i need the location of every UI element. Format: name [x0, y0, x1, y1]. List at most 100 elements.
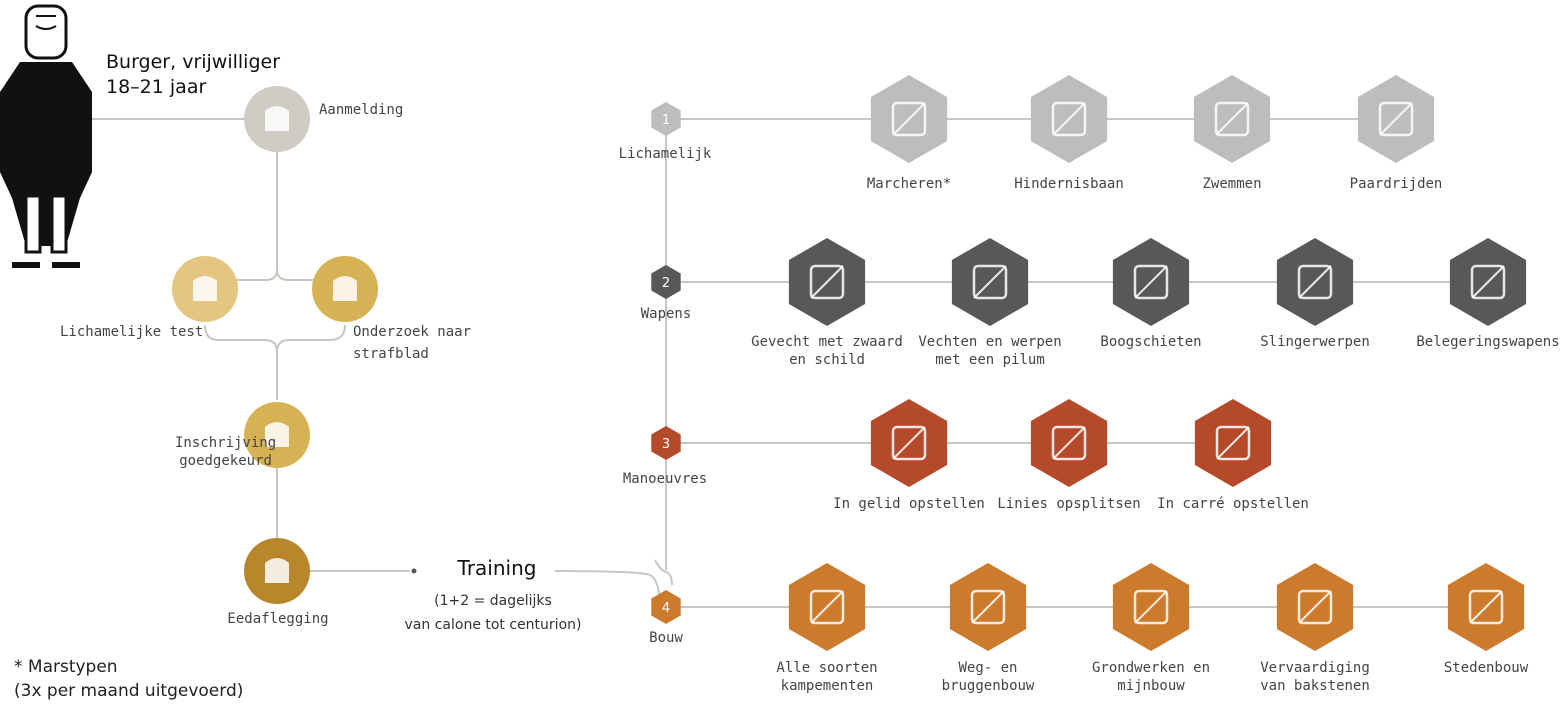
- track-2-item-1-label: Gevecht met zwaard en schild: [751, 333, 903, 369]
- pickaxe-shovel-icon-glyph: [1133, 589, 1169, 625]
- catapult-icon: [1449, 238, 1527, 326]
- record-check-icon: [312, 256, 378, 322]
- physical-test-icon-glyph: [193, 276, 217, 301]
- split-lines-icon-glyph-stroke: [1052, 426, 1086, 460]
- track-2-item-2-label: Vechten en werpen met een pilum: [918, 333, 1061, 369]
- horse-icon-glyph-stroke: [1379, 102, 1413, 136]
- arrow-dot: [411, 568, 417, 574]
- track-4-number: 4: [662, 601, 670, 616]
- sword-shield-icon: [788, 238, 866, 326]
- footprint-icon-glyph: [891, 101, 927, 137]
- aanmelding-icon-glyph: [265, 106, 289, 131]
- track-4-label: Bouw: [649, 630, 683, 646]
- stamp-approval-icon-glyph: [265, 422, 289, 447]
- track-1-number-badge: [651, 102, 681, 136]
- square-formation-icon-glyph-stroke: [1216, 426, 1250, 460]
- track-1-number: 1: [662, 113, 670, 128]
- bow-icon-glyph-stroke: [1134, 265, 1168, 299]
- step-inschrijving-line2: goedgekeurd: [179, 453, 272, 469]
- training-subtitle: (1+2 = dagelijks van calone tot centurio…: [405, 589, 582, 637]
- camp-icon-glyph-stroke: [810, 590, 844, 624]
- footprint-icon-glyph-stroke: [892, 102, 926, 136]
- track-1-label: Lichamelijk: [618, 146, 712, 162]
- training-title: Training: [457, 556, 537, 580]
- hurdle-icon-glyph-stroke: [1052, 102, 1086, 136]
- step-inschrijving-label: Inschrijving goedgekeurd: [175, 434, 276, 470]
- city-icon-glyph: [1468, 589, 1504, 625]
- square-formation-icon: [1194, 399, 1272, 487]
- camp-icon: [788, 563, 866, 651]
- sword-shield-icon-glyph: [809, 264, 845, 300]
- figure-leg-left: [24, 194, 42, 254]
- split-lines-icon-glyph: [1051, 425, 1087, 461]
- step-onderzoek-line2: strafblad: [353, 346, 429, 362]
- physical-test-icon: [172, 256, 238, 322]
- track-4-item-3-line2: mijnbouw: [1117, 678, 1185, 694]
- catapult-icon-glyph: [1470, 264, 1506, 300]
- track-1-item-1-label: Marcheren*: [866, 176, 952, 192]
- connector-lines: [92, 118, 673, 609]
- training-sub-line1: (1+2 = dagelijks: [434, 593, 552, 609]
- track-4-item-1-line2: kampementen: [780, 678, 874, 694]
- bricks-icon: [1276, 563, 1354, 651]
- track-3-item-2-label: Linies opsplitsen: [997, 496, 1141, 512]
- track-1: 1: [651, 102, 1396, 136]
- bricks-icon-glyph-stroke: [1298, 590, 1332, 624]
- record-check-icon-glyph: [333, 276, 357, 301]
- recruit-figure-icon: [0, 4, 92, 268]
- hurdle-icon-glyph: [1051, 101, 1087, 137]
- swimming-icon-glyph: [1214, 101, 1250, 137]
- footnote-line2: (3x per maand uitgevoerd): [14, 681, 244, 701]
- track-4-item-2-label: Weg- en bruggenbouw: [942, 659, 1035, 695]
- recruit-title-line2: 18–21 jaar: [106, 76, 207, 98]
- swimming-icon: [1193, 75, 1271, 163]
- figure-leg-right: [50, 194, 68, 254]
- brace-2: [204, 324, 346, 353]
- spine-hook: [654, 559, 673, 586]
- oath-hand-icon-glyph: [265, 558, 289, 583]
- oath-hand-icon: [244, 538, 310, 604]
- sword-shield-icon-glyph-stroke: [810, 265, 844, 299]
- aanmelding-icon: [244, 86, 310, 152]
- city-icon-glyph-stroke: [1469, 590, 1503, 624]
- track-4-item-5-label: Stedenbouw: [1443, 660, 1529, 676]
- track-2-item-2-line1: Vechten en werpen: [918, 334, 1062, 350]
- recruit-title: Burger, vrijwilliger 18–21 jaar: [106, 50, 280, 100]
- square-formation-icon-glyph: [1215, 425, 1251, 461]
- hurdle-icon: [1030, 75, 1108, 163]
- pilum-icon-glyph-stroke: [973, 265, 1007, 299]
- step-inschrijving-line1: Inschrijving: [175, 435, 277, 451]
- sling-icon-glyph: [1297, 264, 1333, 300]
- track-4-item-4-line2: van bakstenen: [1260, 678, 1370, 694]
- recruit-title-line1: Burger, vrijwilliger: [106, 51, 281, 73]
- step-eedaflegging-label: Eedaflegging: [227, 611, 329, 627]
- footprint-icon: [870, 75, 948, 163]
- track-3-number-badge: [651, 426, 681, 460]
- bridge-icon-glyph: [970, 589, 1006, 625]
- footnote-line1: * Marstypen: [14, 657, 118, 677]
- track-4-item-4-label: Vervaardiging van bakstenen: [1260, 659, 1370, 695]
- figure-arm-right: [78, 92, 92, 156]
- track-3-number: 3: [662, 437, 670, 452]
- track-2-item-2-line2: met een pilum: [935, 352, 1045, 368]
- bow-icon: [1112, 238, 1190, 326]
- bridge-icon: [949, 563, 1027, 651]
- figure-tunic: [0, 62, 92, 246]
- track-2-item-5-label: Belegeringswapens: [1416, 334, 1560, 350]
- pickaxe-shovel-icon: [1112, 563, 1190, 651]
- catapult-icon-glyph-stroke: [1471, 265, 1505, 299]
- figure-feet: [12, 262, 80, 268]
- pickaxe-shovel-icon-glyph-stroke: [1134, 590, 1168, 624]
- track-4-item-3-label: Grondwerken en mijnbouw: [1092, 659, 1210, 695]
- bricks-icon-glyph: [1297, 589, 1333, 625]
- figure-arm-left: [0, 92, 14, 156]
- bridge-icon-glyph-stroke: [971, 590, 1005, 624]
- track-2-number: 2: [662, 276, 670, 291]
- track-1-item-4-label: Paardrijden: [1349, 176, 1443, 192]
- track-2-item-3-label: Boogschieten: [1100, 334, 1202, 350]
- pilum-icon: [951, 238, 1029, 326]
- stamp-approval-icon: [244, 402, 310, 468]
- track-1-item-2-label: Hindernisbaan: [1014, 176, 1124, 192]
